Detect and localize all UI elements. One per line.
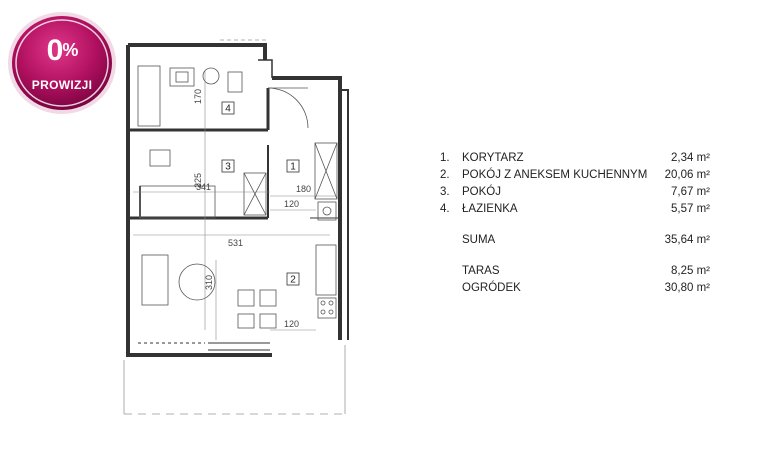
dimension-120-bottom: 120 — [284, 319, 299, 329]
dimension-180: 180 — [296, 184, 311, 194]
room-name: ŁAZIENKA — [462, 203, 518, 215]
extra-name: OGRÓDEK — [462, 282, 521, 294]
dimension-531: 531 — [228, 238, 243, 248]
dimension-310: 310 — [204, 275, 214, 290]
room-area: 2,34 m² — [670, 152, 710, 164]
room-row: 2. POKÓJ Z ANEKSEM KUCHENNYM 20,06 m² — [440, 167, 710, 184]
extra-row: TARAS 8,25 m² — [440, 263, 710, 280]
badge-percent: 0% — [46, 34, 79, 67]
dimension-341: 341 — [196, 182, 211, 192]
room-label-4: 4 — [225, 104, 231, 115]
room-row: 1. KORYTARZ 2,34 m² — [440, 150, 710, 167]
room-area: 20,06 m² — [664, 169, 710, 181]
room-area: 5,57 m² — [670, 203, 710, 215]
floor-plan: 4 3 1 2 170 225 341 180 120 531 310 120 — [123, 39, 349, 415]
room-row: 4. ŁAZIENKA 5,57 m² — [440, 201, 710, 218]
dimension-170: 170 — [193, 89, 203, 104]
room-area: 7,67 m² — [670, 186, 710, 198]
summary-area: 35,64 m² — [664, 234, 710, 246]
extra-area: 30,80 m² — [664, 282, 710, 294]
zero-commission-badge: 0% PROWIZJI — [6, 10, 118, 116]
summary-label: SUMA — [462, 234, 496, 246]
dimension-120-top: 120 — [284, 199, 299, 209]
room-label-3: 3 — [225, 162, 231, 173]
badge-circle — [8, 12, 116, 114]
room-name: KORYTARZ — [462, 152, 524, 164]
room-name: POKÓJ — [462, 186, 501, 198]
room-area-table: 1. KORYTARZ 2,34 m² 2. POKÓJ Z ANEKSEM K… — [440, 150, 710, 297]
room-label-2: 2 — [290, 275, 296, 286]
extra-area: 8,25 m² — [670, 265, 710, 277]
room-name: POKÓJ Z ANEKSEM KUCHENNYM — [462, 169, 648, 181]
extra-row: OGRÓDEK 30,80 m² — [440, 280, 710, 297]
room-row: 3. POKÓJ 7,67 m² — [440, 184, 710, 201]
dimension-225: 225 — [193, 173, 203, 188]
room-label-1: 1 — [290, 162, 296, 173]
badge-label: PROWIZJI — [31, 78, 93, 92]
summary-row: SUMA 35,64 m² — [440, 232, 710, 249]
extra-name: TARAS — [462, 265, 500, 277]
